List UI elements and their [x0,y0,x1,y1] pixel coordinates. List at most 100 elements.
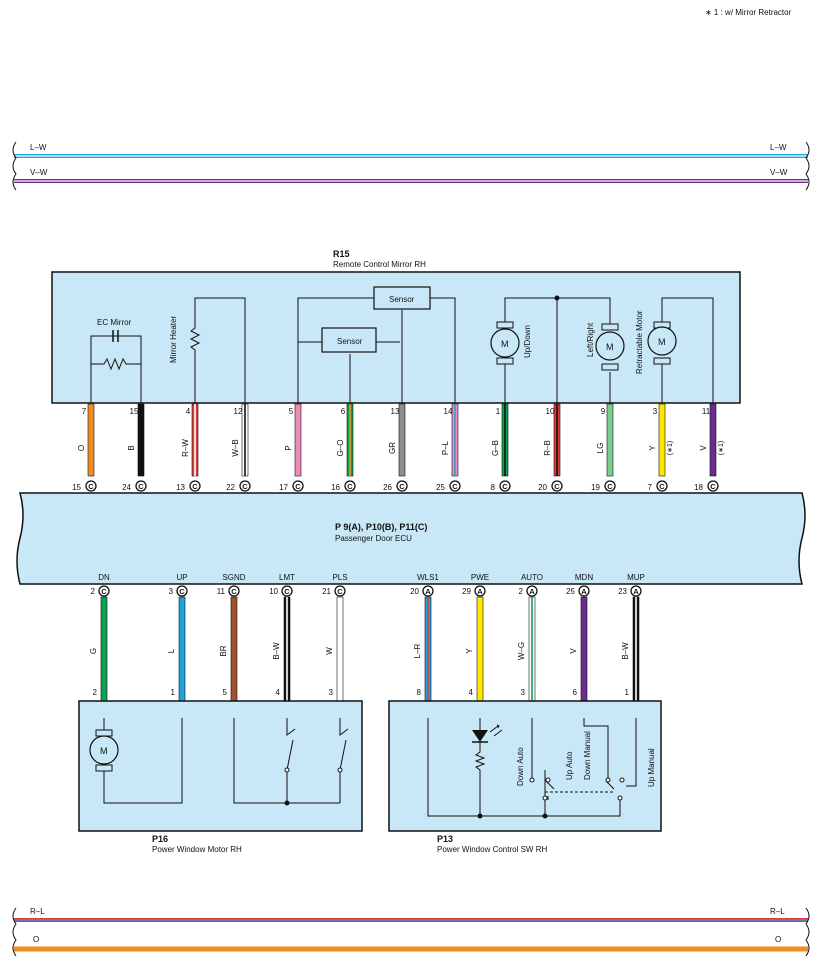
left-right-label: Left/Right [586,322,595,357]
lower-wire-7-body [476,596,484,702]
lower-wire-device-pin: 3 [329,688,334,697]
upper-wire-7 [398,403,406,477]
upper-wire-top-pin: 10 [546,407,555,416]
p16-name: Power Window Motor RH [152,845,242,854]
ecu-connector-c: C [499,480,511,492]
upper-wire-color-code: O [77,445,86,451]
upper-wire-1 [87,403,95,477]
ecu-code: P 9(A), P10(B), P11(C) [335,522,427,532]
upper-wire-color-code: Y [648,445,657,451]
upper-wire-2-body [137,403,145,477]
top-bus-group: L–W L–W V–W V–W [12,141,810,191]
bottom-bus-r-l-left-label: R–L [30,907,45,916]
lower-wire-ecu-pin: 2 [91,587,96,596]
ecu-connector-c-letter: C [659,482,665,491]
lower-wire-signal: MUP [627,573,645,582]
ecu-connector-c-ring [707,480,719,492]
ecu-connector-c: C [189,480,201,492]
top-bus-right-break [805,141,810,191]
upper-wire-color-code: G–O [336,440,345,457]
top-bus-l-w: L–W L–W [14,143,808,158]
upper-wire-12-body [658,403,666,477]
lower-wire-9 [580,596,588,702]
bottom-bus-o: O O [14,935,808,952]
upper-wire-top-pin: 15 [130,407,139,416]
lower-wire-ecu-pin: 20 [410,587,419,596]
upper-wire-10 [553,403,561,477]
upper-wire-13 [709,403,717,477]
upper-wire-10-stripe [556,404,558,476]
ecu-connector-c-ring [239,480,251,492]
lower-wire-ecu-pin: 10 [269,587,278,596]
window-motor-icon: M [89,729,119,772]
upper-wire-top-pin: 12 [234,407,243,416]
upper-wire-ecu-pin: 22 [226,483,235,492]
ecu-connector-c: C [239,480,251,492]
p13-name: Power Window Control SW RH [437,845,547,854]
lower-wire-5 [336,596,344,702]
lower-wire-signal: SGND [222,573,245,582]
ecu-connector-c-ring [135,480,147,492]
p13-internals [427,718,637,817]
ecu-connector-c-letter: C [554,482,560,491]
upper-wire-top-pin: 5 [289,407,294,416]
lower-wire-device-pin: 8 [417,688,422,697]
lower-wire-10 [632,596,640,702]
mirror-retractor-note: ∗ 1 : w/ Mirror Retractor [705,8,792,17]
upper-wire-top-pin: 7 [82,407,87,416]
ecu-connector-a-ring [630,585,642,597]
bottom-bus-o-left-label: O [33,935,39,944]
upper-wire-4-stripe [244,404,246,476]
lower-wire-device-pin: 2 [93,688,98,697]
upper-wire-color-code: P–L [441,440,450,455]
ecu-connector-c-ring [499,480,511,492]
ecu-connector-c: C [292,480,304,492]
lower-wire-device-pin: 4 [469,688,474,697]
mirror-heater-label: Mirror Heater [169,316,178,363]
ecu-connector-c-letter: C [88,482,94,491]
lower-wire-4 [283,596,291,702]
ecu-connector-a-letter: A [425,587,431,596]
ecu-connector-c: C [98,585,110,597]
ecu-connector-a-ring [526,585,538,597]
upper-wire-11 [606,403,614,477]
upper-wire-top-pin: 13 [391,407,400,416]
upper-wire-8 [451,403,459,477]
lower-wire-ecu-pin: 21 [322,587,331,596]
lower-wire-8-stripe [531,597,533,701]
upper-wire-8-stripe [454,404,456,476]
lower-wire-device-pin: 3 [521,688,526,697]
ecu-connector-c-letter: C [502,482,508,491]
upper-wire-2 [137,403,145,477]
lower-wire-7 [476,596,484,702]
p13-contacts [529,777,625,801]
lower-wire-3-body [230,596,238,702]
lower-wire-color-code: L [167,648,176,653]
upper-wire-ecu-pin: 25 [436,483,445,492]
ecu-connector-c: C [449,480,461,492]
ecu-connector-c-ring [292,480,304,492]
p13-junction [542,813,548,819]
upper-wire-color-code: GR [388,442,397,454]
sensor-upper: Sensor [373,286,431,310]
upper-wires: 7O15CEC+15B24CEC–4R–W13CHTR+12W–B22CHTR–… [72,403,725,506]
upper-wire-top-pin: 4 [186,407,191,416]
ecu-connector-c: C [604,480,616,492]
ecu-connector-c-ring [604,480,616,492]
upper-wire-ecu-pin: 24 [122,483,131,492]
ecu-connector-c: C [396,480,408,492]
lower-wire-device-pin: 1 [625,688,630,697]
upper-wire-ecu-pin: 15 [72,483,81,492]
upper-wire-9 [501,403,509,477]
lower-wire-4-stripe [286,597,288,701]
p16-internals [103,718,349,804]
ecu-connector-a-ring [578,585,590,597]
ecu-connector-a-letter: A [581,587,587,596]
ecu-connector-c-ring [176,585,188,597]
lower-wire-ecu-pin: 3 [169,587,174,596]
upper-wire-top-pin: 6 [341,407,346,416]
svg-text:M: M [658,337,666,347]
retractable-motor-label: Retractable Motor [635,310,644,374]
r15-name: Remote Control Mirror RH [333,260,426,269]
top-bus-left-break [12,141,17,191]
